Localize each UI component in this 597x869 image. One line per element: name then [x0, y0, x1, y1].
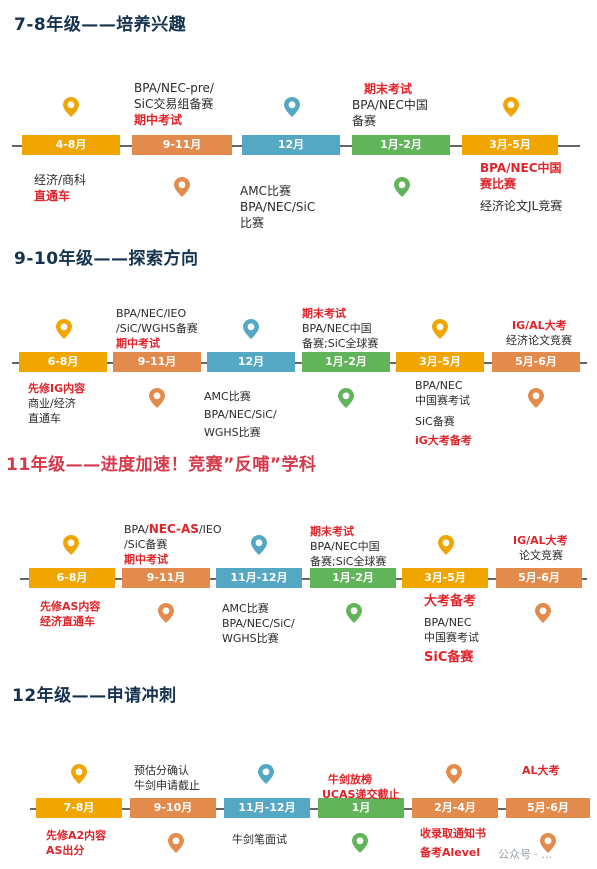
location-pin-icon	[352, 833, 368, 853]
month-pill: 6-8月	[29, 568, 115, 588]
month-pill: 6-8月	[19, 352, 107, 372]
timeline-line	[30, 808, 590, 810]
month-pill: 3月-5月	[402, 568, 488, 588]
location-pin-icon	[540, 833, 556, 853]
month-pill: 2月-4月	[412, 798, 498, 818]
location-pin-icon	[174, 177, 190, 197]
event-text: BPA/NEC中国赛比赛经济论文JL竞赛	[480, 161, 563, 213]
month-pill: 9-11月	[113, 352, 201, 372]
location-pin-icon	[168, 833, 184, 853]
month-pill: 1月	[318, 798, 404, 818]
event-text: 先修IG内容商业/经济直通车	[28, 382, 86, 425]
event-text: 预估分确认牛剑申请截止	[134, 764, 200, 792]
location-pin-icon	[394, 177, 410, 197]
month-pill: 12月	[207, 352, 295, 372]
month-pill: 1月-2月	[310, 568, 396, 588]
timeline-line	[20, 578, 587, 580]
event-text: 牛剑笔面试	[232, 833, 287, 846]
event-text: IG/AL大考经济论文竞赛	[506, 319, 572, 347]
location-pin-icon	[243, 319, 259, 339]
location-pin-icon	[63, 97, 79, 117]
location-pin-icon	[338, 388, 354, 408]
section-title-grade-12: 12年级——申请冲刺	[12, 686, 177, 706]
event-text: AL大考	[522, 764, 560, 777]
event-text: 经济/商科直通车	[34, 173, 87, 203]
location-pin-icon	[284, 97, 300, 117]
section-title-grade-11: 11年级——进度加速！竞赛”反哺”学科	[6, 455, 317, 475]
location-pin-icon	[438, 535, 454, 555]
month-pill: 1月-2月	[352, 135, 450, 155]
month-pill: 5月-6月	[506, 798, 590, 818]
location-pin-icon	[432, 319, 448, 339]
month-pill: 3月-5月	[396, 352, 484, 372]
month-pill: 11月-12月	[224, 798, 310, 818]
timeline-line	[12, 362, 587, 364]
month-pill: 9-10月	[130, 798, 216, 818]
location-pin-icon	[251, 535, 267, 555]
event-text: 收录取通知书备考Alevel	[420, 827, 486, 859]
section-title-grade-7-8: 7-8年级——培养兴趣	[14, 15, 187, 35]
location-pin-icon	[158, 603, 174, 623]
watermark-text: 公众号 · ...	[498, 848, 552, 861]
location-pin-icon	[346, 603, 362, 623]
month-pill: 1月-2月	[302, 352, 390, 372]
month-pill: 9-11月	[122, 568, 210, 588]
event-text: BPA/NEC/IEO/SiC/WGHS备赛期中考试	[116, 307, 198, 350]
month-pill: 12月	[242, 135, 340, 155]
month-pill: 7-8月	[36, 798, 122, 818]
month-pill: 3月-5月	[462, 135, 558, 155]
event-text: 先修AS内容经济直通车	[40, 600, 101, 628]
location-pin-icon	[528, 388, 544, 408]
month-pill: 5月-6月	[496, 568, 582, 588]
month-pill: 9-11月	[132, 135, 232, 155]
location-pin-icon	[71, 764, 87, 784]
event-text: BPA/NEC-pre/SiC交易组备赛期中考试	[134, 81, 214, 127]
location-pin-icon	[503, 97, 519, 117]
month-pill: 11月-12月	[216, 568, 302, 588]
location-pin-icon	[56, 319, 72, 339]
location-pin-icon	[446, 764, 462, 784]
location-pin-icon	[149, 388, 165, 408]
month-pill: 5月-6月	[492, 352, 580, 372]
month-pill: 4-8月	[22, 135, 120, 155]
event-text: BPA/NEC-AS/IEO/SiC备赛期中考试	[124, 522, 222, 566]
location-pin-icon	[63, 535, 79, 555]
section-title-grade-9-10: 9-10年级——探索方向	[14, 249, 199, 269]
location-pin-icon	[258, 764, 274, 784]
event-text: IG/AL大考论文竞赛	[513, 534, 568, 562]
location-pin-icon	[535, 603, 551, 623]
